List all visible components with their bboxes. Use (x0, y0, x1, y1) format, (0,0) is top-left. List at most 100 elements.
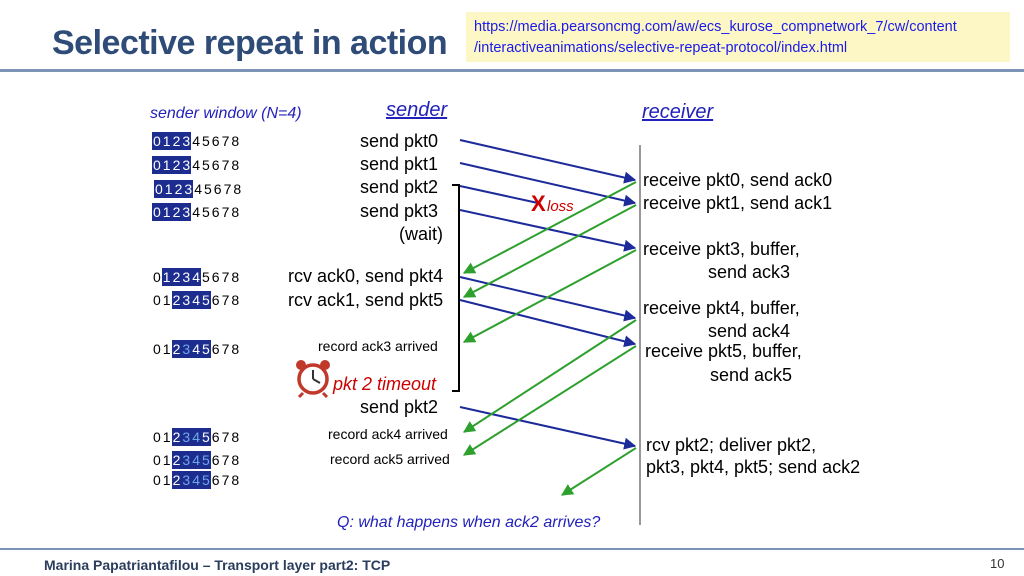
seq-number: 0 (152, 203, 162, 221)
url-box[interactable]: https://media.pearsoncmg.com/aw/ecs_kuro… (466, 12, 1010, 62)
seq-number: 8 (233, 181, 242, 197)
url-line-2[interactable]: /interactiveanimations/selective-repeat-… (474, 40, 848, 56)
seq-number: 3 (181, 340, 192, 358)
seq-number: 4 (191, 471, 201, 489)
seq-number: 7 (221, 204, 230, 220)
seq-number: 6 (211, 157, 220, 173)
pkt5-arrow (459, 299, 637, 348)
seq-number: 6 (211, 429, 220, 445)
timeout-bracket (452, 184, 460, 392)
seq-number: 8 (231, 269, 240, 285)
seq-number: 5 (203, 181, 212, 197)
question-text: Q: what happens when ack2 arrives? (337, 514, 601, 531)
seq-number: 3 (181, 203, 192, 221)
seq-number: 6 (213, 181, 222, 197)
seq-number: 3 (181, 471, 192, 489)
seq-number: 3 (181, 156, 192, 174)
receiver-event-pkt1: receive pkt1, send ack1 (643, 193, 833, 213)
seq-number: 6 (211, 269, 220, 285)
record-ack3-label: record ack3 arrived (318, 338, 438, 354)
seq-number: 7 (221, 269, 230, 285)
seq-number: 6 (211, 204, 220, 220)
seq-number: 4 (191, 428, 201, 446)
seq-number: 0 (153, 429, 161, 445)
receiver-event-pkt0: receive pkt0, send ack0 (643, 170, 833, 190)
pkt2-timeout-label: pkt 2 timeout (333, 374, 437, 394)
rcv-ack1-label: rcv ack1, send pkt5 (288, 290, 444, 310)
seq-number: 7 (221, 472, 230, 488)
seq-number: 1 (162, 429, 171, 445)
loss-marker: X (531, 191, 546, 216)
page-number: 10 (990, 556, 1005, 571)
seq-number: 4 (192, 133, 200, 149)
resend-pkt2-label: send pkt2 (360, 397, 439, 417)
footer-text: Marina Papatriantafilou – Transport laye… (44, 557, 391, 573)
seq-number: 7 (221, 429, 230, 445)
ack1-arrow (462, 204, 637, 298)
seq-number: 0 (153, 269, 161, 285)
url-line-1[interactable]: https://media.pearsoncmg.com/aw/ecs_kuro… (474, 19, 957, 35)
seq-number: 1 (162, 292, 171, 308)
seq-number: 1 (162, 341, 171, 357)
seq-number: 1 (161, 203, 172, 221)
ack2-arrow (560, 447, 637, 496)
seq-number: 5 (201, 133, 210, 149)
seq-number: 0 (153, 472, 161, 488)
seq-number: 5 (201, 269, 210, 285)
receiver-header: receiver (642, 101, 714, 123)
seq-number: 2 (173, 180, 184, 198)
pkt2-lost-arrow (459, 185, 539, 204)
seq-number: 8 (231, 292, 240, 308)
seq-number: 6 (211, 292, 220, 308)
receiver-event-ack4: send ack4 (708, 321, 791, 341)
seq-number: 2 (171, 156, 182, 174)
send-pkt2-label: send pkt2 (360, 177, 439, 197)
seq-number: 1 (161, 268, 172, 286)
seq-number: 1 (162, 472, 171, 488)
seq-number: 2 (171, 471, 182, 489)
send-pkt3-label: send pkt3 (360, 201, 439, 221)
footer-divider (0, 548, 1024, 550)
receiver-event-deliver: rcv pkt2; deliver pkt2, (646, 435, 817, 455)
seq-number: 4 (191, 451, 201, 469)
record-ack4-label: record ack4 arrived (328, 426, 448, 442)
sender-header: sender (386, 99, 448, 121)
seq-number: 0 (152, 156, 162, 174)
seq-number: 3 (181, 268, 192, 286)
alarm-clock-icon (296, 360, 330, 399)
seq-number: 0 (152, 132, 162, 150)
pkt2-resend-arrow (459, 406, 637, 450)
seq-number: 1 (161, 156, 172, 174)
seq-number: 7 (221, 157, 230, 173)
seq-number: 7 (221, 341, 230, 357)
slide-title: Selective repeat in action (52, 24, 448, 62)
seq-number: 5 (201, 204, 210, 220)
rcv-ack0-label: rcv ack0, send pkt4 (288, 266, 444, 286)
seq-number: 1 (161, 132, 172, 150)
send-pkt1-label: send pkt1 (360, 154, 439, 174)
sender-window-header: sender window (N=4) (150, 105, 302, 122)
receiver-event-pkt5: receive pkt5, buffer, (645, 341, 802, 361)
seq-number: 4 (191, 291, 201, 309)
seq-number: 7 (221, 292, 230, 308)
seq-number: 2 (171, 291, 182, 309)
seq-number: 7 (221, 133, 230, 149)
seq-number: 4 (192, 157, 200, 173)
seq-number: 0 (153, 292, 161, 308)
receiver-event-pkt3: receive pkt3, buffer, (643, 239, 800, 259)
receiver-event-ack2: pkt3, pkt4, pkt5; send ack2 (646, 457, 861, 477)
seq-number: 2 (171, 340, 182, 358)
seq-number: 8 (231, 204, 240, 220)
ack5-arrow (462, 345, 637, 456)
loss-label: loss (547, 198, 574, 215)
seq-number: 2 (171, 132, 182, 150)
seq-number: 2 (171, 268, 182, 286)
